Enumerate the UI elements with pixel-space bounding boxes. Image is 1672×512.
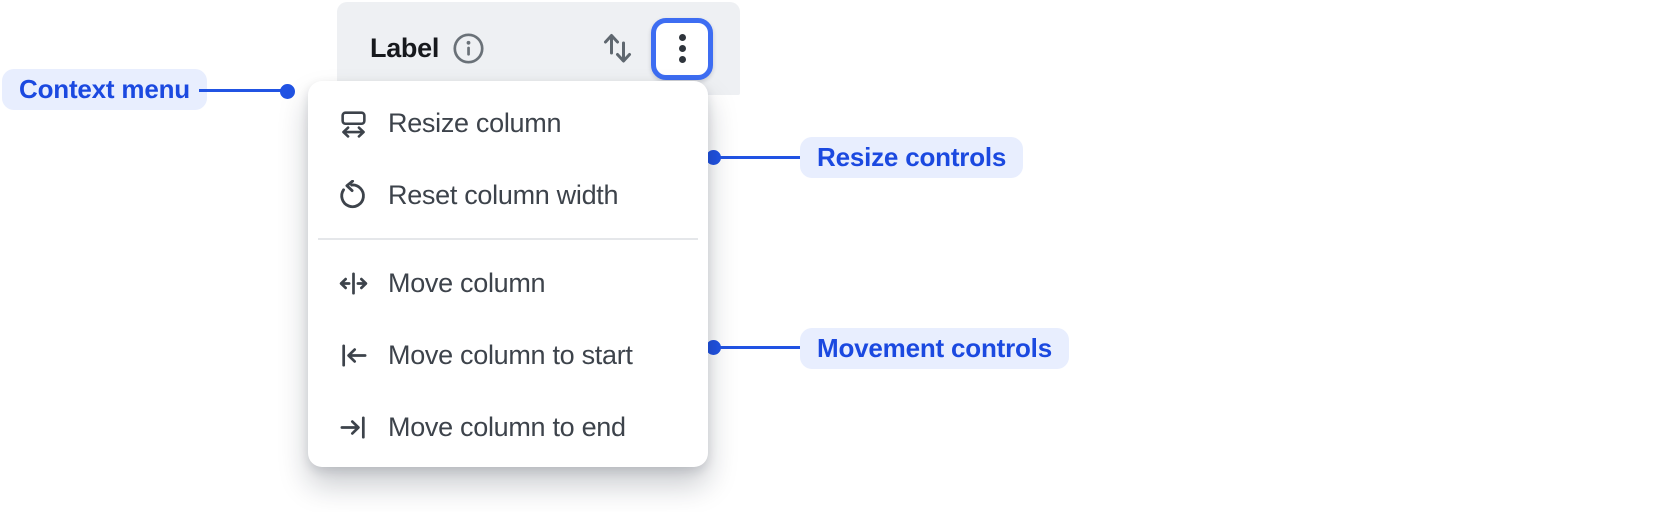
annotation-label: Resize controls xyxy=(817,142,1007,172)
menu-item-label: Move column to end xyxy=(388,411,626,442)
move-column-to-end-icon xyxy=(338,412,369,443)
sort-icon[interactable] xyxy=(602,31,633,66)
kebab-dot xyxy=(678,45,686,52)
annotation-context-menu: Context menu xyxy=(2,69,207,110)
annotation-connector-line xyxy=(713,346,800,349)
column-context-menu: Resize column Reset column width xyxy=(308,81,708,467)
annotation-connector-line xyxy=(199,89,283,92)
column-menu-kebab-button[interactable] xyxy=(651,17,713,80)
column-title: Label xyxy=(370,33,440,63)
menu-divider xyxy=(318,238,698,240)
column-header: Label xyxy=(337,2,740,95)
menu-item-label: Resize column xyxy=(388,107,562,138)
menu-item-resize-column[interactable]: Resize column xyxy=(308,87,708,159)
annotation-label: Context menu xyxy=(19,74,190,104)
annotation-connector-line xyxy=(713,156,800,159)
resize-column-icon xyxy=(338,108,369,139)
menu-item-move-column-to-end[interactable]: Move column to end xyxy=(308,391,708,463)
menu-item-move-column-to-start[interactable]: Move column to start xyxy=(308,319,708,391)
move-column-to-start-icon xyxy=(338,340,369,371)
menu-item-label: Move column xyxy=(388,267,546,298)
reset-column-width-icon xyxy=(338,179,369,211)
annotation-movement-controls: Movement controls xyxy=(800,328,1069,369)
kebab-dot xyxy=(678,34,686,41)
annotation-resize-controls: Resize controls xyxy=(800,137,1024,178)
menu-item-label: Move column to start xyxy=(388,339,633,370)
menu-item-move-column[interactable]: Move column xyxy=(308,247,708,319)
annotation-label: Movement controls xyxy=(817,333,1052,363)
menu-item-label: Reset column width xyxy=(388,179,619,210)
move-column-icon xyxy=(338,268,369,299)
kebab-dot xyxy=(678,56,686,63)
info-icon[interactable] xyxy=(452,32,485,65)
menu-item-reset-column-width[interactable]: Reset column width xyxy=(308,159,708,231)
annotation-connector-dot xyxy=(280,84,295,99)
